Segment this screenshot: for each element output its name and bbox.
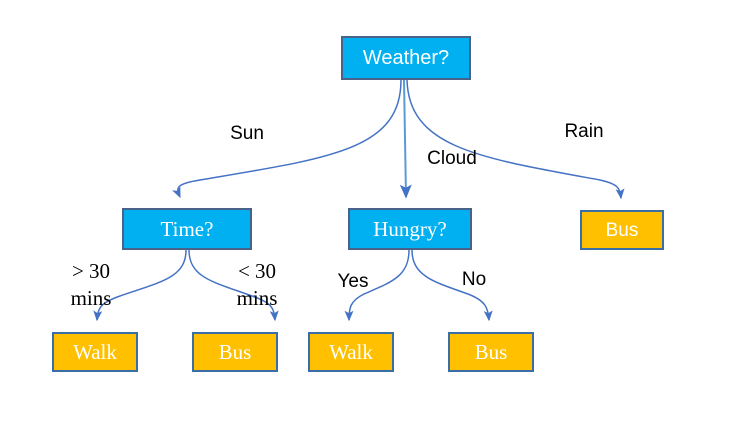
node-walk-over-30[interactable]: Walk (52, 332, 138, 372)
edge-hungry-to-bus (411, 249, 493, 322)
edge-weather-to-hungry (399, 79, 412, 199)
edge-weather-to-time (172, 79, 402, 199)
edge-label-yes: Yes (337, 271, 369, 292)
node-bus-rain-label: Bus (605, 219, 639, 241)
edge-label-less-than-30-mins: < 30 mins (236, 259, 278, 310)
node-weather-label: Weather? (362, 47, 450, 69)
edge-label-cloud: Cloud (427, 148, 477, 169)
node-bus-under-30-label: Bus (218, 339, 252, 364)
node-bus-hungry-no[interactable]: Bus (448, 332, 534, 372)
edge-weather-to-bus-rain (406, 79, 625, 200)
node-walk-hungry-yes-label: Walk (329, 339, 373, 364)
node-time-label: Time? (160, 216, 214, 241)
edge-time-to-bus (188, 249, 279, 322)
node-time[interactable]: Time? (122, 208, 252, 250)
node-weather[interactable]: Weather? (341, 36, 471, 80)
edge-label-rain: Rain (564, 121, 604, 142)
node-walk-hungry-yes[interactable]: Walk (308, 332, 394, 372)
node-bus-hungry-no-label: Bus (474, 339, 508, 364)
edge-hungry-to-walk (344, 249, 410, 322)
edge-label-sun: Sun (230, 123, 264, 144)
edge-time-to-walk (93, 249, 187, 322)
edge-label-no: No (461, 269, 487, 290)
edge-label-greater-than-30-mins: > 30 mins (70, 259, 112, 310)
node-bus-under-30[interactable]: Bus (192, 332, 278, 372)
node-bus-rain[interactable]: Bus (580, 210, 664, 250)
node-walk-over-30-label: Walk (73, 339, 117, 364)
node-hungry-label: Hungry? (373, 216, 447, 241)
node-hungry[interactable]: Hungry? (348, 208, 472, 250)
